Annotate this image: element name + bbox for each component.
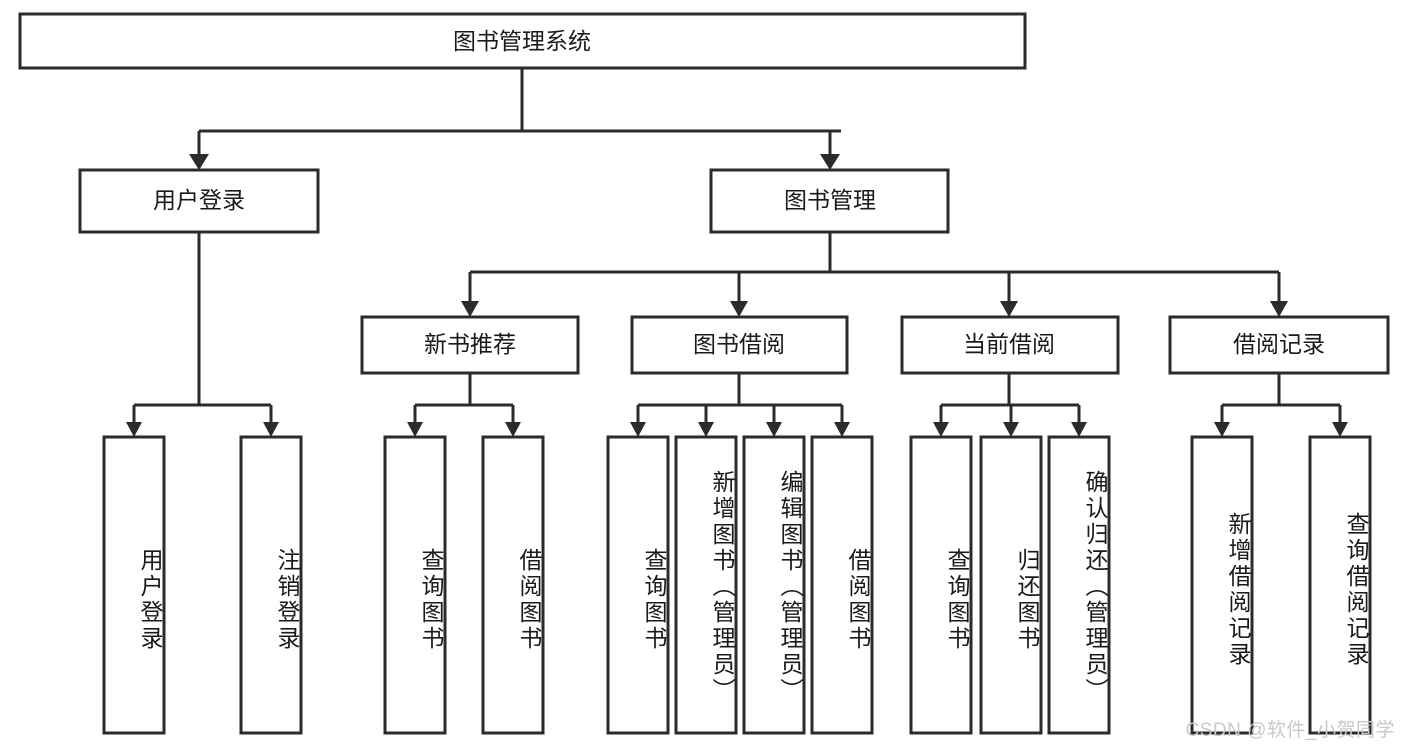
connector-group-borrow-record (1214, 373, 1348, 437)
label-borrow-record: 借阅记录 (1233, 331, 1325, 357)
node-boxes (18, 12, 1390, 735)
connector-group-root (189, 68, 841, 170)
arrowhead-leaf-query-book-borrow (630, 422, 646, 437)
arrowhead-leaf-query-book-recommend (407, 422, 423, 437)
arrowhead-leaf-query-borrow-record (1332, 422, 1348, 437)
arrowhead-leaf-add-borrow-record (1214, 422, 1230, 437)
arrowhead-leaf-logout (263, 422, 279, 437)
connector-group-book-borrow (630, 373, 850, 437)
arrowhead-current-borrow (1000, 301, 1018, 317)
arrowhead-new-book-recommend (461, 301, 479, 317)
node-box-leaf-query-book-current[interactable] (909, 435, 973, 735)
node-box-user-login[interactable] (78, 168, 320, 234)
arrowhead-leaf-query-book-current (933, 422, 949, 437)
arrowhead-leaf-confirm-return (1071, 422, 1087, 437)
arrowhead-user-login (189, 154, 209, 170)
node-box-book-borrow[interactable] (630, 315, 849, 375)
label-user-login: 用户登录 (153, 187, 245, 213)
node-box-current-borrow[interactable] (900, 315, 1120, 375)
connector-group-user-login (126, 232, 279, 437)
node-box-leaf-borrow-book-recommend[interactable] (481, 435, 545, 735)
arrowhead-leaf-add-book (698, 422, 714, 437)
node-box-leaf-return-book[interactable] (979, 435, 1043, 735)
node-box-leaf-confirm-return[interactable] (1047, 435, 1111, 735)
node-box-root[interactable] (18, 12, 1027, 70)
label-book-manage: 图书管理 (784, 187, 876, 213)
node-box-leaf-query-book-recommend[interactable] (383, 435, 447, 735)
arrowhead-leaf-return-book (1003, 422, 1019, 437)
node-box-leaf-add-book[interactable] (674, 435, 738, 735)
node-box-book-manage[interactable] (709, 168, 950, 234)
node-box-leaf-add-borrow-record[interactable] (1190, 435, 1254, 735)
connector-group-book-manage (461, 232, 1288, 317)
arrowhead-leaf-borrow-book-recommend (505, 422, 521, 437)
node-box-leaf-borrow-book[interactable] (810, 435, 874, 735)
csdn-watermark: CSDN @软件_小贺同学 (1185, 720, 1395, 741)
label-new-book-recommend: 新书推荐 (424, 331, 516, 357)
node-labels-horizontal: 图书管理系统 用户登录 图书管理 新书推荐 图书借阅 当前借阅 借阅记录 (153, 28, 1325, 357)
label-book-borrow: 图书借阅 (693, 331, 785, 357)
label-current-borrow: 当前借阅 (963, 331, 1055, 357)
node-box-leaf-logout[interactable] (239, 435, 303, 735)
arrowhead-borrow-record (1270, 301, 1288, 317)
node-box-leaf-query-book-borrow[interactable] (606, 435, 670, 735)
connector-group-current-borrow (933, 373, 1087, 437)
arrowhead-book-manage (820, 154, 840, 170)
node-box-borrow-record[interactable] (1168, 315, 1390, 375)
node-box-new-book-recommend[interactable] (360, 315, 580, 375)
label-root: 图书管理系统 (453, 28, 591, 54)
arrowhead-book-borrow (730, 301, 748, 317)
node-box-leaf-query-borrow-record[interactable] (1308, 435, 1372, 735)
arrowhead-leaf-user-login (126, 422, 142, 437)
node-box-leaf-edit-book[interactable] (742, 435, 806, 735)
connector-group-new-book-recommend (407, 373, 521, 437)
arrowhead-leaf-edit-book (766, 422, 782, 437)
arrowhead-leaf-borrow-book (834, 422, 850, 437)
node-box-leaf-user-login[interactable] (102, 435, 166, 735)
